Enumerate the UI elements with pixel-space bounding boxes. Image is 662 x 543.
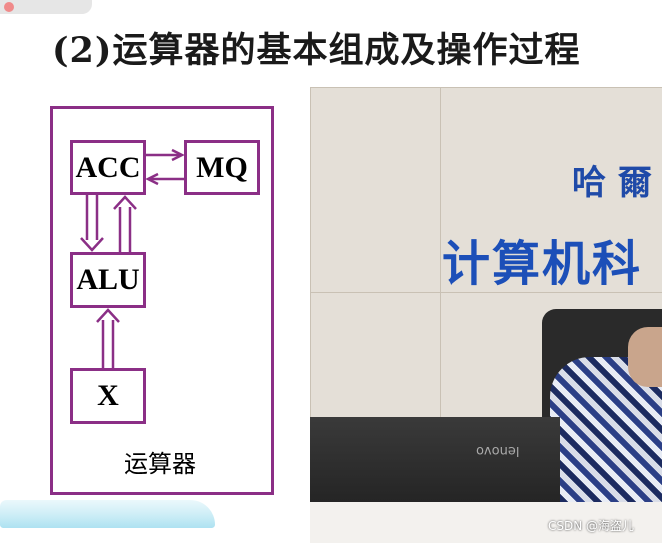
wall-panel xyxy=(440,87,662,294)
mq-register-box: MQ xyxy=(184,140,260,195)
desk xyxy=(310,502,662,543)
arithmetic-unit-label: 运算器 xyxy=(124,450,196,478)
slide-title: (2)运算器的基本组成及操作过程 xyxy=(52,30,581,71)
lecturer-face xyxy=(628,327,662,387)
laptop xyxy=(310,417,560,509)
csdn-watermark: CSDN @海盗儿 xyxy=(548,519,635,533)
acc-register-box: ACC xyxy=(70,140,146,195)
top-left-badge xyxy=(0,0,92,14)
wall-panel xyxy=(310,292,442,424)
wall-sign-small: 哈 爾 xyxy=(572,163,652,203)
wall-panel xyxy=(310,87,442,294)
x-register-box: X xyxy=(70,368,146,424)
alu-box: ALU xyxy=(70,252,146,308)
laptop-logo: lenovo xyxy=(476,443,520,458)
arithmetic-unit-frame xyxy=(50,106,274,495)
wall-sign-large: 计算机科 xyxy=(442,236,643,292)
blurred-overlay xyxy=(0,500,215,528)
lecturer-video: 哈 爾 计算机科 lenovo xyxy=(310,87,662,543)
record-dot-icon xyxy=(4,2,14,12)
